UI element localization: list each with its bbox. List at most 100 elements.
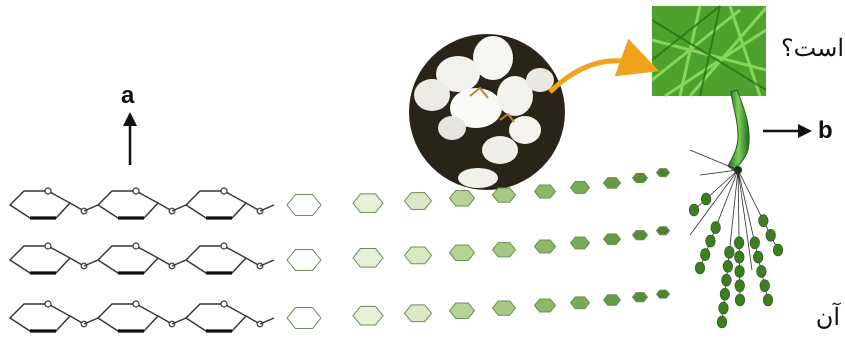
ring-oxygen [44, 187, 52, 195]
glucose-ring [96, 303, 160, 332]
fibril-bead [756, 265, 767, 278]
glucose-ring [184, 303, 248, 332]
glucose-ring [8, 303, 72, 332]
glycosidic-bond [83, 259, 99, 267]
glucose-unit [286, 306, 322, 330]
glucose-unit [491, 300, 517, 316]
fibril-strand [737, 169, 769, 301]
fibril-bead [721, 273, 732, 287]
microfibrils [688, 149, 784, 329]
glucose-ring [96, 190, 160, 219]
ring-oxygen [132, 242, 140, 250]
glycosidic-bond [259, 317, 275, 325]
fibril-strand [737, 169, 741, 301]
fibril-bead [734, 250, 745, 264]
cotton-photo [409, 34, 565, 190]
glucose-ring [96, 245, 160, 274]
glycosidic-bond [171, 259, 187, 267]
glucose-unit [403, 246, 433, 265]
glucose-ring [184, 245, 248, 274]
ring-oxygen [132, 187, 140, 195]
label-a: a [121, 82, 135, 109]
arrow-b-icon [763, 124, 812, 138]
fibril-strand [737, 169, 753, 271]
fibril-bead [694, 261, 706, 275]
glucose-unit [448, 244, 476, 261]
fibril-bead [700, 248, 711, 261]
fibril-strand [699, 169, 739, 176]
glucose-unit [533, 239, 557, 254]
ring-oxygen [220, 300, 228, 308]
fibril-strand [689, 169, 739, 236]
glucose-unit [448, 302, 476, 319]
glucose-unit [286, 248, 322, 272]
glucose-unit [631, 229, 649, 241]
question-text: است؟ [780, 34, 844, 62]
glucose-unit [655, 289, 671, 299]
chain-row [8, 289, 671, 333]
glucose-unit [602, 294, 622, 306]
arrow-a-icon [123, 112, 137, 165]
fibril-bead [759, 279, 770, 293]
ring-oxygen [220, 242, 228, 250]
glucose-unit [631, 291, 649, 303]
glucose-ring [8, 190, 72, 219]
cellulose-chains [8, 168, 671, 333]
glucose-unit [569, 236, 591, 250]
fiber-stem [727, 89, 750, 171]
fibril-bead [724, 246, 735, 259]
glucose-unit [352, 248, 384, 268]
glucose-unit [352, 193, 384, 213]
glucose-unit [602, 233, 622, 245]
chain-row [8, 168, 671, 220]
fibril-bead [749, 236, 760, 250]
bottom-text: آن [815, 303, 840, 331]
glucose-unit [569, 181, 591, 194]
glucose-unit [491, 187, 517, 203]
fibril-bead [722, 259, 733, 273]
fibril-bead [752, 250, 764, 264]
fibril-bead [688, 203, 700, 217]
glucose-unit [448, 190, 476, 207]
glucose-unit [286, 193, 322, 217]
fibril-strand [689, 149, 739, 171]
glucose-unit [631, 172, 649, 184]
fibril-strand [693, 169, 739, 211]
ring-oxygen [132, 300, 140, 308]
glucose-unit [403, 192, 433, 210]
glucose-unit [533, 298, 557, 313]
fibril-bead [734, 265, 745, 278]
fibril-bead [762, 293, 774, 307]
glucose-unit [655, 168, 671, 178]
ring-oxygen [44, 300, 52, 308]
fibril-bead [734, 279, 745, 293]
fibril-bead [705, 234, 716, 248]
glucose-unit [569, 296, 591, 310]
fibril-bead [772, 243, 784, 257]
fibril-bead [734, 293, 746, 307]
fibril-bead [710, 221, 721, 234]
grass-photo [651, 5, 768, 98]
glucose-unit [602, 177, 622, 189]
fibril-bead [765, 229, 776, 242]
curved-arrow-icon [548, 38, 660, 94]
glucose-unit [533, 184, 557, 199]
fibril-bead [719, 287, 731, 301]
fibril-bead [718, 301, 729, 315]
glycosidic-bond [171, 317, 187, 325]
ring-oxygen [44, 242, 52, 250]
glucose-unit [352, 305, 384, 326]
label-b: b [818, 117, 833, 144]
glucose-unit [403, 304, 433, 323]
ring-oxygen [220, 187, 228, 195]
glycosidic-bond [83, 204, 99, 212]
fibril-bead [716, 315, 728, 329]
glycosidic-bond [83, 317, 99, 325]
glycosidic-bond [259, 259, 275, 267]
glycosidic-bond [259, 204, 275, 212]
fibril-bead [758, 214, 769, 227]
glucose-unit [655, 226, 671, 236]
fibril-bead [734, 236, 745, 250]
